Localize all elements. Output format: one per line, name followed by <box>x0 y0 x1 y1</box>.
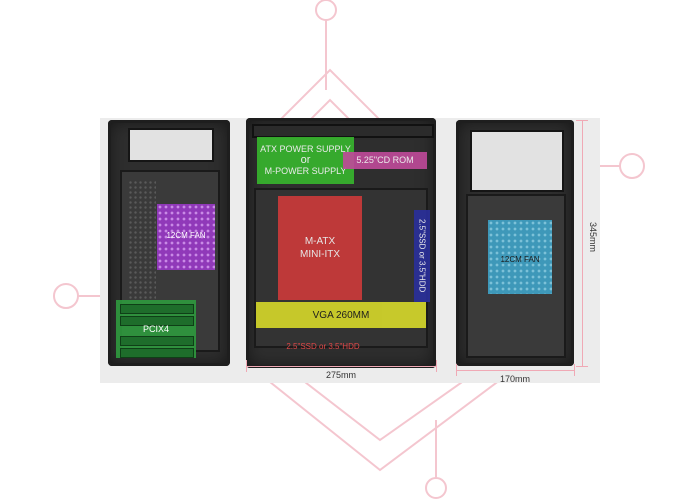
power-label-3: M-POWER SUPPLY <box>264 166 347 176</box>
top-cutout <box>128 128 214 162</box>
pci-slot-2 <box>120 316 194 326</box>
power-label-1: ATX POWER SUPPLY <box>260 144 351 154</box>
width-tick-right <box>574 364 575 376</box>
fan-grill-right <box>488 220 552 294</box>
motherboard-label-1: M-ATX <box>304 236 336 247</box>
height-tick-top <box>576 120 588 121</box>
pci-slot-4 <box>120 348 194 358</box>
drive-bay-label: 2.5"SSD or 3.5"HDD <box>417 219 427 293</box>
width-label: 170mm <box>500 374 531 384</box>
drive-bay-highlight: 2.5"SSD or 3.5"HDD <box>414 210 430 302</box>
pci-slot-1 <box>120 304 194 314</box>
width-tick-left <box>456 364 457 376</box>
width-line <box>456 370 574 371</box>
top-cutout-right <box>470 130 564 192</box>
power-supply-highlight: ATX POWER SUPPLY or M-POWER SUPPLY <box>257 137 354 184</box>
height-label: 345mm <box>588 222 598 253</box>
height-line <box>582 120 583 366</box>
fan-label-left: 12CM FAN <box>166 230 206 240</box>
top-bar <box>252 124 434 138</box>
fan-label-right: 12CM FAN <box>500 254 540 264</box>
cd-rom-highlight: 5.25"CD ROM <box>343 152 427 169</box>
motherboard-label-2: MINI-ITX <box>300 249 340 260</box>
height-tick-bottom <box>576 366 588 367</box>
depth-tick-right <box>436 360 437 372</box>
depth-line <box>246 366 436 367</box>
rear-vent <box>128 180 156 300</box>
pci-slot-3 <box>120 336 194 346</box>
pci-label: PCIX4 <box>142 323 169 334</box>
vga-highlight: VGA 260MM <box>256 302 426 328</box>
depth-tick-left <box>246 360 247 372</box>
depth-label: 275mm <box>326 370 357 380</box>
bottom-drive-label: 2.5"SSD or 3.5"HDD <box>286 341 360 351</box>
fan-grill-left <box>157 204 215 270</box>
power-label-2: or <box>300 154 311 166</box>
motherboard-highlight: M-ATX MINI-ITX <box>278 196 362 300</box>
